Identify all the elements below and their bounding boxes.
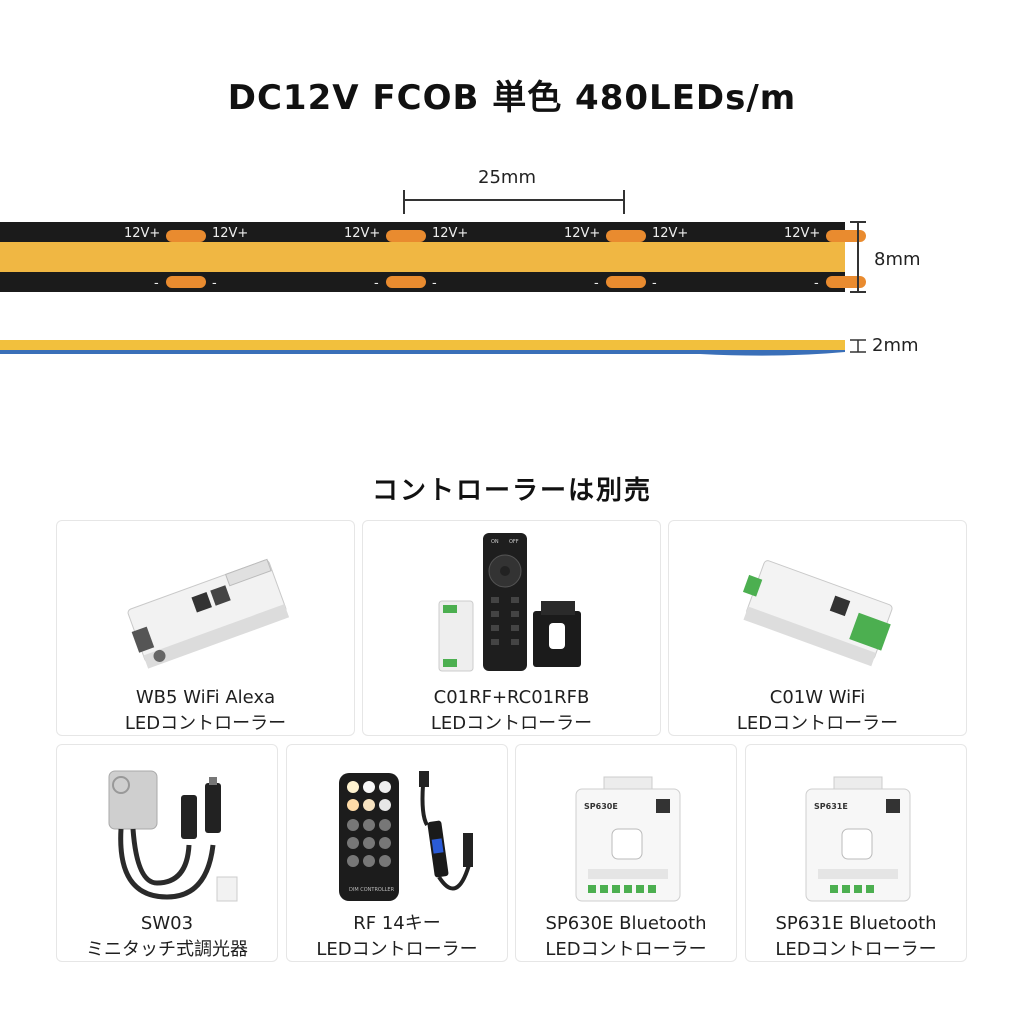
- product-name: C01RF+RC01RFB: [433, 687, 590, 708]
- thickness-label: 2mm: [872, 335, 919, 356]
- product-desc: LEDコントローラー: [545, 939, 707, 960]
- product-card[interactable]: ON OFF C01RF+RC01RFB LEDコントローラー: [362, 520, 661, 736]
- solder-pad: [826, 230, 866, 242]
- rf14-controller-image: DIM CONTROLLER: [339, 771, 473, 901]
- product-card[interactable]: WB5 WiFi Alexa LEDコントローラー: [56, 520, 355, 736]
- strip-side-phosphor: [0, 340, 845, 350]
- strip-phosphor: [0, 242, 845, 272]
- width-label: 8mm: [874, 249, 921, 270]
- product-desc: LEDコントローラー: [124, 713, 287, 734]
- product-desc: LEDコントローラー: [316, 939, 478, 960]
- product-name: SW03: [140, 913, 194, 934]
- product-name: SP630E Bluetooth: [545, 913, 707, 934]
- pad-minus-label: -: [432, 276, 437, 291]
- svg-text:SP631E: SP631E: [814, 802, 848, 811]
- product-card[interactable]: C01W WiFi LEDコントローラー: [668, 520, 967, 736]
- solder-pad: [386, 276, 426, 288]
- product-card[interactable]: SP631E SP631E Bluetooth LEDコントローラー: [745, 744, 967, 962]
- solder-pad: [386, 230, 426, 242]
- svg-text:OFF: OFF: [509, 539, 519, 545]
- strip-side-base: [0, 350, 845, 356]
- pad-minus-label: -: [212, 276, 217, 291]
- solder-pad: [166, 230, 206, 242]
- product-name: RF 14キー: [353, 913, 441, 934]
- svg-text:SP630E: SP630E: [584, 802, 618, 811]
- wb5-controller-image: [127, 558, 290, 669]
- solder-pad: [606, 276, 646, 288]
- c01rf-controller-image: ON OFF: [438, 533, 581, 672]
- pad-minus-label: -: [154, 276, 159, 291]
- pad-label: 12V+: [432, 226, 468, 241]
- sw03-dimmer-image: [108, 770, 238, 902]
- pad-label: 12V+: [564, 226, 600, 241]
- pad-minus-label: -: [814, 276, 819, 291]
- product-card[interactable]: SP630E SP630E Bluetooth LEDコントローラー: [515, 744, 737, 962]
- product-desc: ミニタッチ式調光器: [86, 939, 248, 960]
- pad-label: 12V+: [212, 226, 248, 241]
- sp630e-controller-image: SP630E: [575, 776, 681, 902]
- strip-pads: [166, 230, 866, 288]
- product-desc: LEDコントローラー: [430, 713, 593, 734]
- product-card[interactable]: SW03 ミニタッチ式調光器: [56, 744, 278, 962]
- product-name: WB5 WiFi Alexa: [135, 687, 276, 708]
- pad-label: 12V+: [784, 226, 820, 241]
- sp631e-controller-image: SP631E: [805, 776, 911, 902]
- product-name: SP631E Bluetooth: [775, 913, 937, 934]
- pad-label: 12V+: [652, 226, 688, 241]
- solder-pad: [826, 276, 866, 288]
- section-title: コントローラーは別売: [371, 476, 652, 506]
- pad-label: 12V+: [344, 226, 380, 241]
- svg-text:DIM CONTROLLER: DIM CONTROLLER: [349, 887, 395, 893]
- svg-text:ON: ON: [491, 539, 499, 545]
- pad-minus-label: -: [594, 276, 599, 291]
- pitch-label: 25mm: [478, 167, 536, 188]
- pad-minus-label: -: [374, 276, 379, 291]
- led-strip-diagram: 12V+ 12V+ - - 12V+ 12V+ - - 12V+ 12V+ - - 12V+ -: [0, 190, 866, 356]
- product-desc: LEDコントローラー: [736, 713, 899, 734]
- solder-pad: [166, 276, 206, 288]
- page-title: DC12V FCOB 単色 480LEDs/m: [227, 78, 797, 118]
- solder-pad: [606, 230, 646, 242]
- pad-label: 12V+: [124, 226, 160, 241]
- strip-pad-labels: 12V+ 12V+ - - 12V+ 12V+ - - 12V+ 12V+ - - 12V+ -: [124, 226, 820, 291]
- pad-minus-label: -: [652, 276, 657, 291]
- c01w-controller-image: [742, 560, 893, 667]
- product-name: C01W WiFi: [769, 687, 866, 708]
- product-desc: LEDコントローラー: [775, 939, 937, 960]
- product-card[interactable]: DIM CONTROLLER RF 14キー LEDコントローラー: [286, 744, 508, 962]
